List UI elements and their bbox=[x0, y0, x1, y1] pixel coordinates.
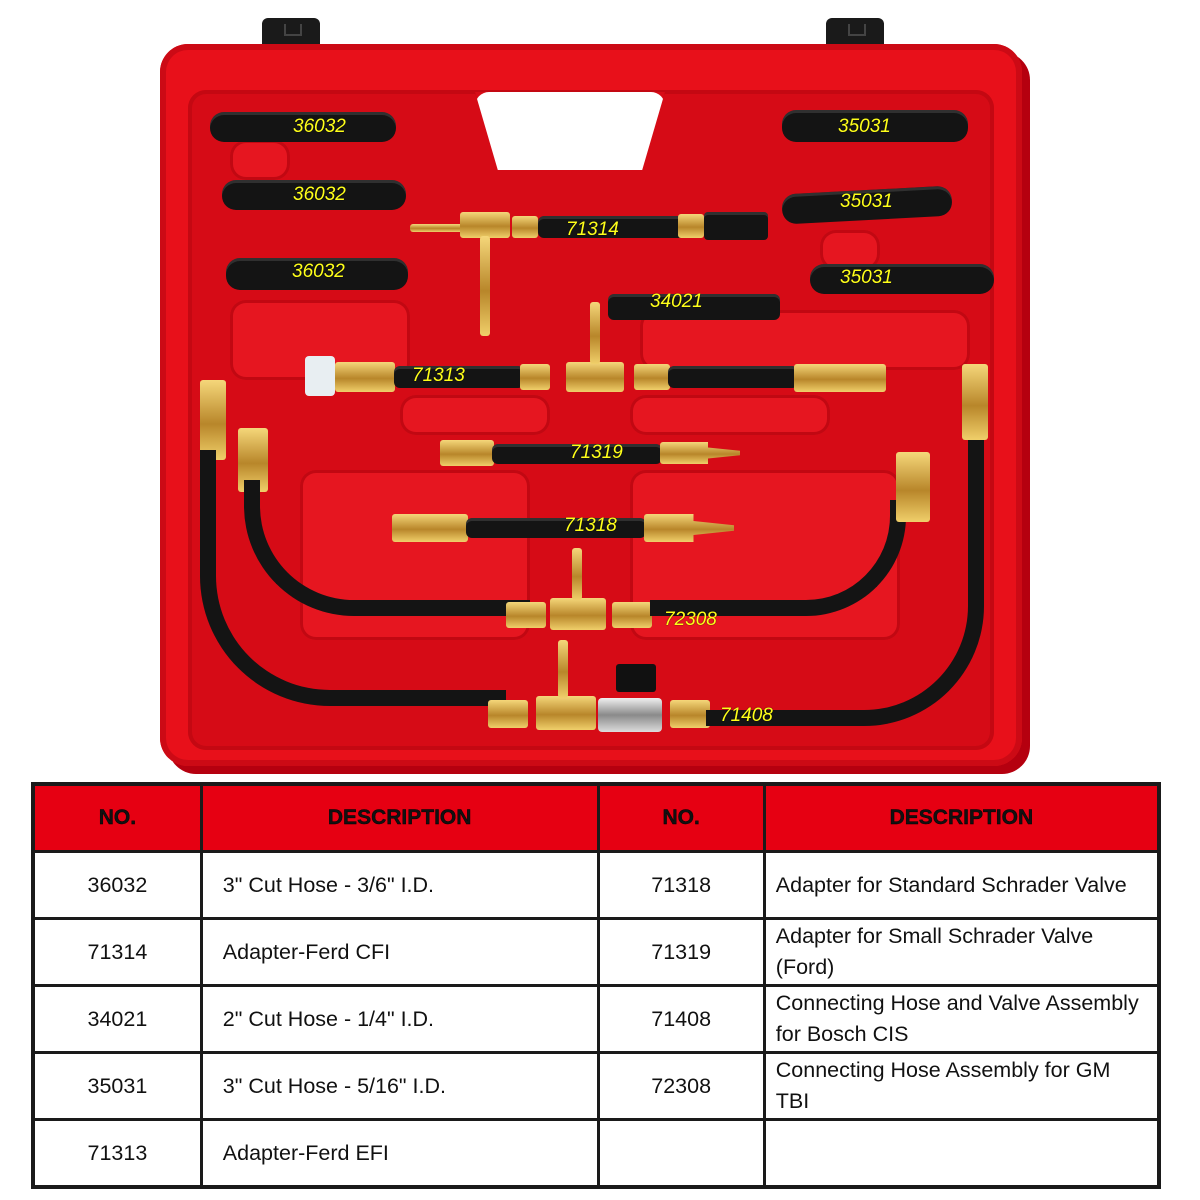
table-row: 34021 2" Cut Hose - 1/4" I.D. 71408 Conn… bbox=[31, 984, 1161, 1054]
part-description: Adapter for Standard Schrader Valve bbox=[762, 850, 1161, 920]
part-description: 3" Cut Hose - 5/16" I.D. bbox=[199, 1051, 600, 1121]
header-no-left: NO. bbox=[31, 782, 203, 853]
part-number: 71408 bbox=[596, 984, 766, 1054]
fitting-72308-nut bbox=[612, 602, 652, 628]
fitting-71408-right-end bbox=[962, 364, 988, 440]
valve-71408-handle bbox=[616, 664, 656, 692]
part-number: 34021 bbox=[31, 984, 203, 1054]
label-72308: 72308 bbox=[664, 609, 717, 630]
fitting-71313-pin bbox=[590, 302, 600, 364]
table-row: 71313 Adapter-Ferd EFI bbox=[31, 1118, 1161, 1189]
hose-36032 bbox=[210, 112, 396, 142]
label-71318: 71318 bbox=[564, 515, 617, 536]
hose-71313 bbox=[394, 366, 524, 388]
fitting-72308-tee bbox=[550, 598, 606, 630]
fitting-71408-nut bbox=[488, 700, 528, 728]
part-description: Adapter for Small Schrader Valve (Ford) bbox=[762, 917, 1161, 987]
tray-pocket bbox=[640, 310, 970, 370]
fitting-72308-nut bbox=[506, 602, 546, 628]
label-36032: 36032 bbox=[293, 184, 346, 205]
part-number: 35031 bbox=[31, 1051, 203, 1121]
fitting-71314-nut bbox=[678, 214, 704, 238]
product-photo: 36032 36032 36032 35031 35031 35031 7131… bbox=[160, 18, 1030, 774]
hose-71319 bbox=[492, 444, 662, 464]
hose-36032 bbox=[226, 258, 408, 290]
label-35031: 35031 bbox=[840, 267, 893, 288]
hose-35031 bbox=[810, 264, 994, 294]
part-description: Connecting Hose Assembly for GM TBI bbox=[762, 1051, 1161, 1121]
label-34021: 34021 bbox=[650, 291, 703, 312]
fitting-71313-coupler bbox=[794, 364, 886, 392]
part-number: 71318 bbox=[596, 850, 766, 920]
tray-pocket bbox=[230, 140, 290, 180]
part-description: Adapter-Ferd CFI bbox=[199, 917, 600, 987]
fitting-71314-tee bbox=[460, 212, 510, 238]
part-number bbox=[596, 1118, 766, 1189]
part-description: 2" Cut Hose - 1/4" I.D. bbox=[199, 984, 600, 1054]
fitting-71313-tee bbox=[566, 362, 624, 392]
part-number: 71313 bbox=[31, 1118, 203, 1189]
tray-pocket bbox=[400, 395, 550, 435]
fitting-71313-nut bbox=[634, 364, 670, 390]
header-description-right: DESCRIPTION bbox=[762, 782, 1161, 853]
hose-35031 bbox=[782, 110, 968, 142]
hose-36032 bbox=[222, 180, 406, 210]
fitting-71408-nut bbox=[670, 700, 710, 728]
header-description-left: DESCRIPTION bbox=[199, 782, 600, 853]
case-handle-opening bbox=[475, 92, 665, 170]
table-row: 36032 3" Cut Hose - 3/6" I.D. 71318 Adap… bbox=[31, 850, 1161, 920]
fitting-71314-tee bbox=[410, 224, 470, 232]
label-71408: 71408 bbox=[720, 705, 773, 726]
table-header-row: NO. DESCRIPTION NO. DESCRIPTION bbox=[31, 782, 1161, 853]
fitting-71314-nut bbox=[512, 216, 538, 238]
label-36032: 36032 bbox=[293, 116, 346, 137]
part-description: Connecting Hose and Valve Assembly for B… bbox=[762, 984, 1161, 1054]
fitting-71313-nut bbox=[520, 364, 550, 390]
hose-34021 bbox=[608, 294, 780, 320]
part-number: 36032 bbox=[31, 850, 203, 920]
valve-71408-ball-valve bbox=[598, 698, 662, 732]
parts-table: NO. DESCRIPTION NO. DESCRIPTION 36032 3"… bbox=[31, 782, 1161, 1189]
fitting-71313-white-cap bbox=[305, 356, 335, 396]
part-number: 71314 bbox=[31, 917, 203, 987]
table-row: 71314 Adapter-Ferd CFI 71319 Adapter for… bbox=[31, 917, 1161, 987]
part-number: 71319 bbox=[596, 917, 766, 987]
tray-pocket bbox=[820, 230, 880, 270]
fitting-71408-left-end bbox=[200, 380, 226, 460]
part-description bbox=[762, 1118, 1161, 1189]
hose-71313 bbox=[668, 366, 798, 388]
label-35031: 35031 bbox=[840, 191, 893, 212]
connector-71314-quick bbox=[704, 212, 768, 240]
label-71314: 71314 bbox=[566, 219, 619, 240]
label-36032: 36032 bbox=[292, 261, 345, 282]
label-71313: 71313 bbox=[412, 365, 465, 386]
header-no-right: NO. bbox=[596, 782, 766, 853]
label-35031: 35031 bbox=[838, 116, 891, 137]
fitting-72308-pin bbox=[572, 548, 582, 600]
table-row: 35031 3" Cut Hose - 5/16" I.D. 72308 Con… bbox=[31, 1051, 1161, 1121]
fitting-71408-pin bbox=[558, 640, 568, 698]
fitting-71314-pin bbox=[480, 236, 490, 336]
hose-71408-left bbox=[200, 450, 506, 706]
fitting-71313-nut bbox=[335, 362, 395, 392]
label-71319: 71319 bbox=[570, 442, 623, 463]
part-description: 3" Cut Hose - 3/6" I.D. bbox=[199, 850, 600, 920]
fitting-71408-tee bbox=[536, 696, 596, 730]
hose-71408-right bbox=[706, 420, 984, 726]
hose-71314 bbox=[538, 216, 686, 238]
part-number: 72308 bbox=[596, 1051, 766, 1121]
part-description: Adapter-Ferd EFI bbox=[199, 1118, 600, 1189]
